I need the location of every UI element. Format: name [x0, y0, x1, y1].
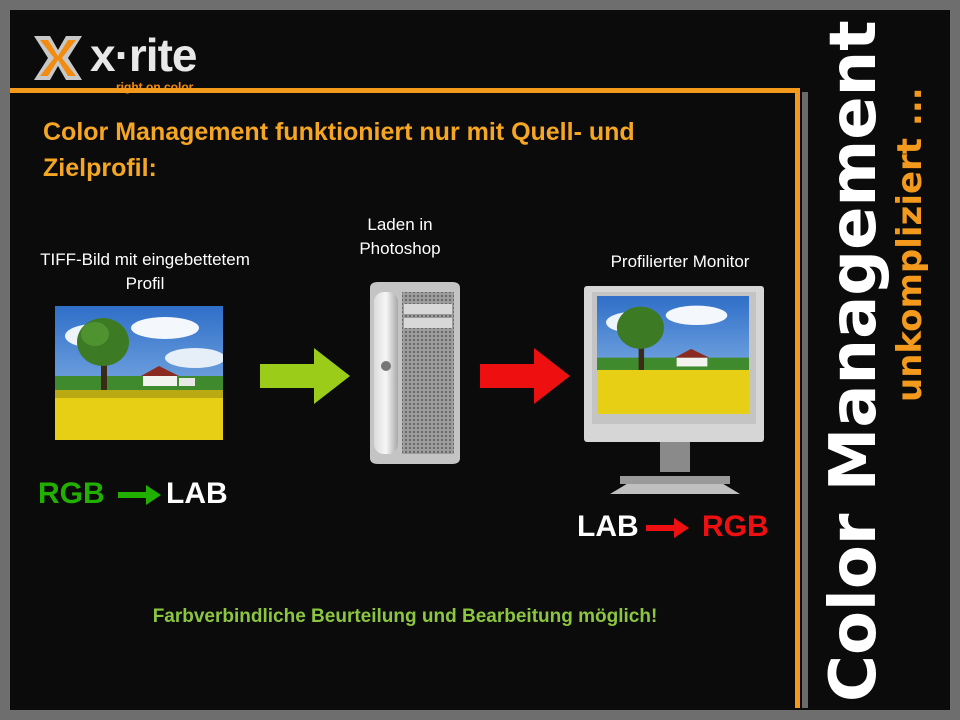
headline: Color Management funktioniert nur mit Qu…: [43, 118, 635, 182]
frame-right-border: [795, 88, 800, 708]
conversion-2-from: LAB: [577, 510, 639, 543]
caption-source-image: TIFF-Bild mit eingebettetem Profil: [40, 250, 250, 293]
monitor-screen-image: [597, 296, 749, 414]
conversion-1-to: LAB: [166, 477, 228, 510]
x-rite-logo-icon: [34, 36, 82, 80]
conversion-2-to: RGB: [702, 510, 769, 543]
caption-monitor: Profilierter Monitor: [610, 252, 750, 271]
red-arrow-icon: [480, 348, 570, 404]
xrite-logo: x·rite right on color: [30, 30, 220, 100]
conversion-1-from: RGB: [38, 477, 105, 510]
lcd-monitor-icon: [580, 282, 770, 497]
tower-computer-icon: [370, 282, 460, 464]
tiff-landscape-image: [55, 306, 223, 440]
slide: x·rite right on color Color Management f…: [10, 10, 950, 710]
conversion-arrow-icon: [646, 518, 689, 538]
frame-shadow: [802, 92, 808, 708]
green-arrow-icon: [260, 348, 350, 404]
conversion-arrow-icon: [118, 485, 161, 505]
caption-load-photoshop: Laden in Photoshop: [359, 215, 441, 258]
side-subtitle: unkompliziert ...: [890, 87, 930, 402]
side-title: Color Management: [817, 20, 891, 702]
frame-top-border: [10, 88, 800, 93]
footer-note: Farbverbindliche Beurteilung und Bearbei…: [152, 606, 658, 627]
logo-wordmark: x·rite: [90, 29, 197, 81]
